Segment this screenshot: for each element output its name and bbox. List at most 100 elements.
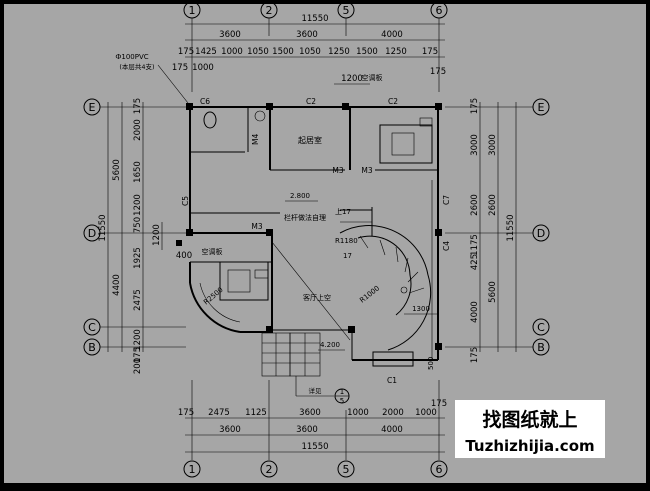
elevation-label: 2.800 bbox=[290, 192, 310, 200]
top-mid-dim-1: 3600 bbox=[219, 30, 241, 40]
left-detail-dim-6: 1925 bbox=[133, 247, 143, 269]
stair-width-dim: 1300 bbox=[412, 305, 430, 313]
top-axis-5: 5 bbox=[343, 4, 350, 17]
top-detail-dim-9: 1250 bbox=[385, 47, 407, 57]
bottom-axis-bubbles: 1 2 5 6 bbox=[183, 380, 448, 478]
top-mid-dim-2: 3600 bbox=[296, 30, 318, 40]
pvc-note-line-1: Ф100PVC bbox=[115, 53, 148, 61]
right-detail-dim-6: 4000 bbox=[470, 301, 480, 323]
door-m3-mid: M3 bbox=[332, 166, 343, 175]
right-axis-c: C bbox=[537, 321, 545, 334]
top-small-dim-1: 175 bbox=[172, 63, 188, 73]
right-axis-d: D bbox=[537, 227, 545, 240]
structural-columns bbox=[176, 103, 442, 350]
door-m4: M4 bbox=[251, 134, 260, 145]
pvc-note: Ф100PVC (本层共4支) bbox=[115, 53, 189, 104]
spiral-stair bbox=[339, 207, 432, 351]
bed-upper bbox=[379, 117, 433, 164]
toilet bbox=[203, 110, 266, 129]
right-mid-dim-3: 5600 bbox=[488, 281, 498, 303]
window-c5: C5 bbox=[181, 196, 190, 206]
window-c4: C4 bbox=[442, 241, 451, 251]
top-window-dim: 1200 bbox=[341, 74, 363, 84]
watermark: 找图纸就上 Tuzhizhijia.com bbox=[455, 400, 605, 458]
right-dimensions: 175 3000 2600 1175 425 4000 175 3000 260… bbox=[470, 98, 517, 363]
top-detail-dim-1: 175 bbox=[178, 47, 194, 57]
top-right-175: 175 bbox=[430, 67, 446, 77]
stair-num-label: 17 bbox=[343, 252, 352, 260]
right-axis-b: B bbox=[537, 341, 545, 354]
left-dimensions: 11550 5600 4400 175 2000 1650 1200 750 1… bbox=[98, 98, 192, 374]
section-number: 1 bbox=[340, 388, 344, 396]
window-c1: C1 bbox=[387, 376, 397, 385]
left-detail-dim-9: 175 bbox=[133, 347, 143, 363]
left-detail-dim-2: 2000 bbox=[133, 119, 143, 141]
left-mid-dim-1: 5600 bbox=[112, 159, 122, 181]
bottom-dimensions: 175 2475 1125 3600 1000 2000 1000 175 36… bbox=[178, 399, 447, 453]
bottom-mid-dim-3: 4000 bbox=[381, 425, 403, 435]
section-sheet: 5 bbox=[340, 397, 344, 405]
section-marker: 1 5 详见 bbox=[295, 376, 350, 405]
window-c2-left: C2 bbox=[306, 97, 316, 106]
left-detail-dim-10: 200 bbox=[133, 358, 143, 374]
watermark-box bbox=[455, 400, 605, 458]
top-axis-6: 6 bbox=[436, 4, 443, 17]
bottom-detail-dim-6: 2000 bbox=[382, 408, 404, 418]
right-detail-dim-3: 2600 bbox=[470, 194, 480, 216]
bottom-note: 详见 bbox=[309, 386, 323, 395]
pvc-note-line-2: (本层共4支) bbox=[119, 62, 154, 71]
left-detail-dim-1: 175 bbox=[133, 98, 143, 114]
bottom-axis-2: 2 bbox=[266, 463, 273, 476]
entry-steps bbox=[261, 332, 321, 377]
top-detail-dim-10: 175 bbox=[422, 47, 438, 57]
left-side-dim-2: 400 bbox=[176, 251, 192, 261]
stair-up-label: 上17 bbox=[335, 207, 351, 216]
living-void-label: 客厅上空 bbox=[303, 293, 331, 302]
opening-labels: C6 C2 C2 C5 C7 C4 C1 M4 M3 M3 M3 bbox=[181, 97, 451, 385]
top-detail-dim-7: 1250 bbox=[328, 47, 350, 57]
bottom-detail-dim-2: 2475 bbox=[208, 408, 230, 418]
left-axis-c: C bbox=[88, 321, 96, 334]
bottom-detail-dim-3: 1125 bbox=[245, 408, 267, 418]
left-axis-bubbles: E D C B bbox=[83, 98, 186, 356]
bottom-total-dim: 11550 bbox=[301, 442, 328, 452]
ac-label-top: 空调板 bbox=[362, 73, 383, 82]
right-detail-dim-1: 175 bbox=[470, 98, 480, 114]
top-detail-dim-5: 1500 bbox=[272, 47, 294, 57]
bedroom-label: 起居室 bbox=[298, 135, 322, 145]
bottom-axis-5: 5 bbox=[343, 463, 350, 476]
right-mid-dim-2: 2600 bbox=[488, 194, 498, 216]
top-small-dim-2: 1000 bbox=[192, 63, 214, 73]
railing-label: 栏杆做法自理 bbox=[284, 213, 326, 222]
watermark-url: Tuzhizhijia.com bbox=[465, 437, 594, 455]
top-detail-dim-8: 1500 bbox=[356, 47, 378, 57]
left-axis-e: E bbox=[89, 101, 96, 114]
watermark-title: 找图纸就上 bbox=[482, 408, 577, 431]
right-mid-dim-1: 3000 bbox=[488, 134, 498, 156]
left-side-dim-1: 1200 bbox=[152, 224, 162, 246]
right-axis-e: E bbox=[538, 101, 545, 114]
bottom-detail-dim-1: 175 bbox=[178, 408, 194, 418]
right-detail-dim-7: 175 bbox=[470, 347, 480, 363]
left-detail-dim-8: 1200 bbox=[133, 329, 143, 351]
bottom-mid-dim-2: 3600 bbox=[296, 425, 318, 435]
right-detail-dim-4: 1175 bbox=[470, 234, 480, 256]
bottom-detail-dim-5: 1000 bbox=[347, 408, 369, 418]
window-c7: C7 bbox=[442, 195, 451, 205]
left-axis-b: B bbox=[88, 341, 96, 354]
bottom-axis-1: 1 bbox=[189, 463, 196, 476]
top-detail-dim-2: 1425 bbox=[195, 47, 217, 57]
left-detail-dim-5: 750 bbox=[133, 217, 143, 233]
top-axis-1: 1 bbox=[189, 4, 196, 17]
door-m3-right: M3 bbox=[361, 166, 372, 175]
right-total-dim: 11550 bbox=[506, 214, 516, 241]
window-c6: C6 bbox=[200, 97, 210, 106]
window-c2-right: C2 bbox=[388, 97, 398, 106]
bottom-mid-dim-1: 3600 bbox=[219, 425, 241, 435]
bottom-detail-dim-4: 3600 bbox=[299, 408, 321, 418]
top-detail-dim-6: 1050 bbox=[299, 47, 321, 57]
top-axis-bubbles: 1 2 5 6 bbox=[183, 1, 448, 92]
right-detail-dim-5: 425 bbox=[470, 254, 480, 270]
